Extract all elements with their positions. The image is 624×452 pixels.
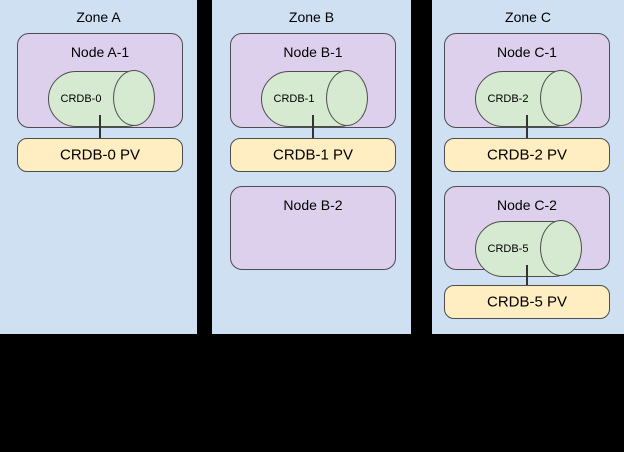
database-crdb-2-label: CRDB-2 bbox=[487, 93, 529, 105]
database-crdb-5[interactable]: CRDB-5 bbox=[475, 220, 582, 277]
database-crdb-0-label: CRDB-0 bbox=[60, 93, 102, 105]
node-c-1-title: Node C-1 bbox=[497, 44, 557, 60]
volume-crdb-1-pv[interactable]: CRDB-1 PV bbox=[230, 138, 396, 172]
node-c-1[interactable]: Node C-1 CRDB-2 bbox=[444, 33, 610, 128]
node-b-1-title: Node B-1 bbox=[283, 44, 343, 60]
cylinder-cap bbox=[326, 70, 368, 126]
connector-node-c-2-to-crdb-5-pv bbox=[526, 265, 528, 286]
volume-crdb-0-pv[interactable]: CRDB-0 PV bbox=[17, 138, 183, 172]
cylinder-cap bbox=[540, 220, 582, 276]
database-crdb-1[interactable]: CRDB-1 bbox=[261, 70, 368, 127]
node-b-2[interactable]: Node B-2 bbox=[230, 186, 396, 270]
node-c-2-title: Node C-2 bbox=[497, 197, 557, 213]
volume-crdb-1-pv-label: CRDB-1 PV bbox=[272, 146, 354, 164]
cylinder-cap bbox=[113, 70, 155, 126]
zone-c: Zone C Node C-1 CRDB-2 CRDB-2 PV Node C-… bbox=[432, 0, 624, 334]
zone-b: Zone B Node B-1 CRDB-1 CRDB-1 PV Node B-… bbox=[212, 0, 411, 334]
zone-a-title: Zone A bbox=[76, 9, 121, 25]
node-a-1-title: Node A-1 bbox=[70, 44, 130, 60]
volume-crdb-5-pv-label: CRDB-5 PV bbox=[486, 293, 568, 311]
cylinder-cap bbox=[540, 70, 582, 126]
connector-node-c-1-to-crdb-2-pv bbox=[526, 115, 528, 139]
volume-crdb-2-pv[interactable]: CRDB-2 PV bbox=[444, 138, 610, 172]
database-crdb-5-label: CRDB-5 bbox=[487, 243, 529, 255]
database-crdb-0[interactable]: CRDB-0 bbox=[48, 70, 155, 127]
database-crdb-2[interactable]: CRDB-2 bbox=[475, 70, 582, 127]
connector-node-b-1-to-crdb-1-pv bbox=[312, 115, 314, 139]
node-b-2-title: Node B-2 bbox=[283, 197, 343, 213]
volume-crdb-0-pv-label: CRDB-0 PV bbox=[59, 146, 141, 164]
volume-crdb-2-pv-label: CRDB-2 PV bbox=[486, 146, 568, 164]
zone-c-title: Zone C bbox=[505, 9, 551, 25]
connector-node-a-1-to-crdb-0-pv bbox=[99, 115, 101, 139]
zone-b-title: Zone B bbox=[288, 9, 335, 25]
node-a-1[interactable]: Node A-1 CRDB-0 bbox=[17, 33, 183, 128]
database-crdb-1-label: CRDB-1 bbox=[273, 93, 315, 105]
node-c-2[interactable]: Node C-2 CRDB-5 bbox=[444, 186, 610, 277]
volume-crdb-5-pv[interactable]: CRDB-5 PV bbox=[444, 285, 610, 319]
zone-a: Zone A Node A-1 CRDB-0 CRDB-0 PV bbox=[0, 0, 197, 334]
node-b-1[interactable]: Node B-1 CRDB-1 bbox=[230, 33, 396, 128]
